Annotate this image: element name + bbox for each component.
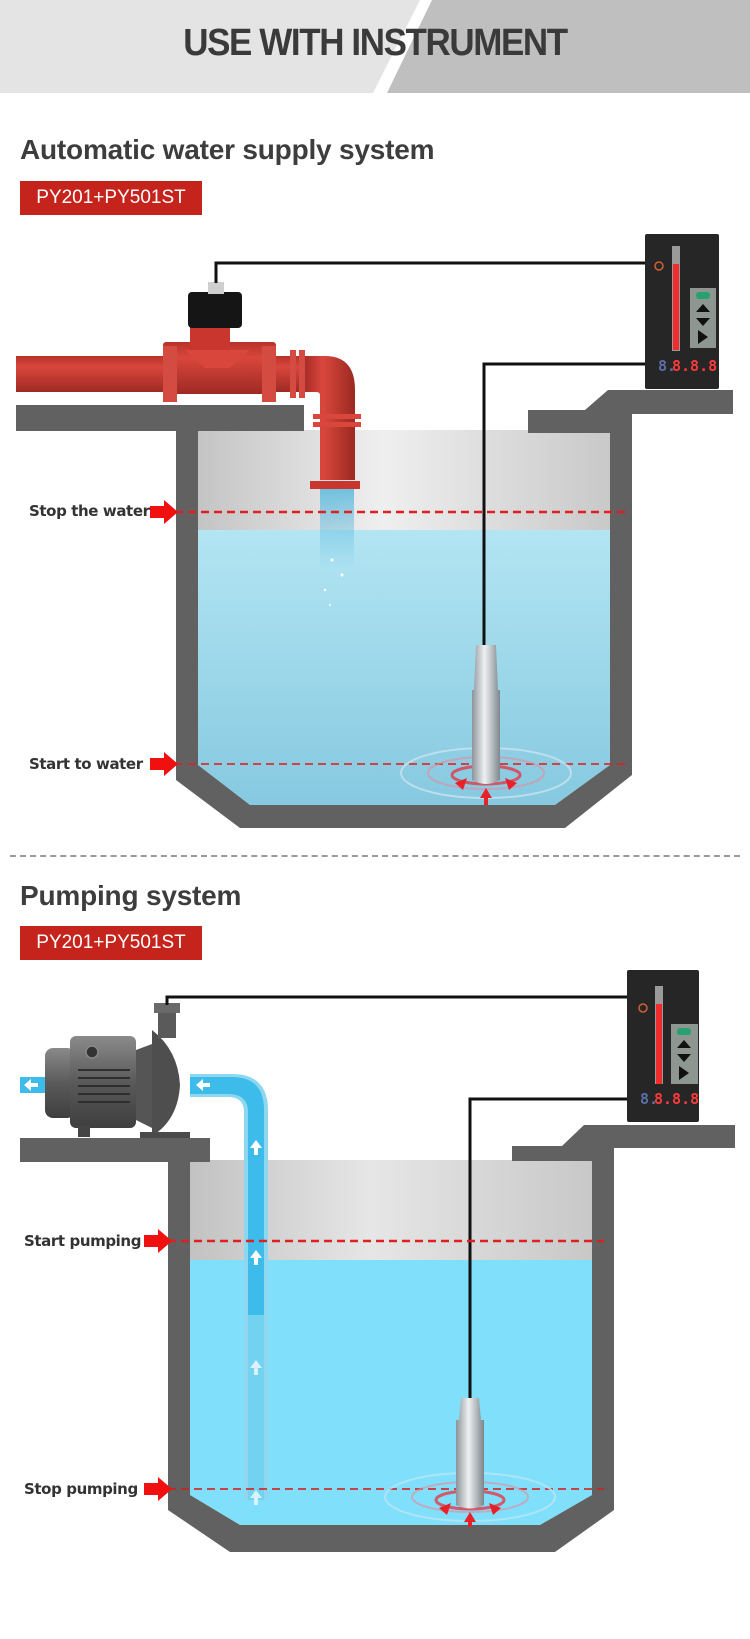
flow-arrow-left-icon <box>196 1079 210 1091</box>
level-label-stop-water: Stop the water <box>29 502 150 520</box>
controller-display-digit-off: 8. <box>640 1090 658 1108</box>
banner-slash <box>373 0 432 93</box>
header-banner: USE WITH INSTRUMENT <box>0 0 750 93</box>
left-ground-ledge <box>16 405 304 431</box>
start-pumping-arrow-icon <box>144 1229 172 1253</box>
start-water-arrow-icon <box>150 752 178 776</box>
tank-wall <box>168 1140 614 1552</box>
falling-water-stream <box>320 489 354 569</box>
probe-signal-wire <box>482 362 645 645</box>
stop-water-arrow-icon <box>150 500 178 524</box>
centrifugal-pump <box>45 1003 190 1138</box>
model-tag-water-supply: PY201+PY501ST <box>20 181 202 215</box>
level-label-start-pumping: Start pumping <box>24 1232 142 1250</box>
banner-background <box>373 0 750 93</box>
flow-arrow-up-icon <box>250 1490 262 1505</box>
level-transmitter-probe <box>472 645 500 784</box>
tank-water <box>198 530 610 805</box>
controller-display: 8.8.8 <box>672 357 717 375</box>
bar-level-indicator <box>656 1004 662 1084</box>
right-ground-ledge <box>512 1125 735 1161</box>
flow-arrow-up-icon <box>250 1360 262 1375</box>
section-divider <box>10 855 740 857</box>
tank-wall <box>176 410 632 828</box>
page-title: USE WITH INSTRUMENT <box>183 22 568 64</box>
valve-signal-wire <box>214 261 645 283</box>
section-title-water-supply: Automatic water supply system <box>20 134 435 165</box>
level-transmitter-probe <box>456 1398 484 1509</box>
valve-flange-right <box>262 346 276 402</box>
bar-graph-controller: 8. 8.8.8 <box>627 970 699 1122</box>
bar-level-indicator <box>673 264 679 350</box>
controller-display-digit-off: 8. <box>658 357 676 375</box>
valve-flange-left <box>163 346 177 402</box>
section-title-pumping: Pumping system <box>20 880 242 911</box>
pipe-outlet-flange <box>310 481 360 489</box>
controller-display: 8.8.8 <box>654 1090 699 1108</box>
flow-arrow-up-icon <box>250 1250 262 1265</box>
flow-arrow-up-icon <box>250 1140 262 1155</box>
banner-right-panel <box>385 0 750 93</box>
pumping-diagram: 8. 8.8.8 <box>20 970 735 1552</box>
probe-signal-wire <box>468 1097 627 1398</box>
solenoid-coil <box>188 292 242 328</box>
water-supply-diagram: 8. 8.8.8 <box>16 234 733 828</box>
left-ground-ledge <box>20 1138 210 1162</box>
suction-pipe-submerged <box>248 1315 264 1500</box>
tank-air-space <box>198 430 610 530</box>
flow-arrow-left-icon <box>24 1079 38 1091</box>
right-ground-ledge <box>528 390 733 433</box>
level-label-stop-pumping: Stop pumping <box>24 1480 138 1498</box>
level-label-start-water: Start to water <box>29 755 143 773</box>
suction-pipe <box>190 1077 264 1315</box>
stop-pumping-arrow-icon <box>144 1477 172 1501</box>
pump-signal-wire <box>165 995 627 1005</box>
model-tag-pumping: PY201+PY501ST <box>20 926 202 960</box>
tank-water <box>190 1260 592 1525</box>
bar-graph-controller: 8. 8.8.8 <box>645 234 719 389</box>
